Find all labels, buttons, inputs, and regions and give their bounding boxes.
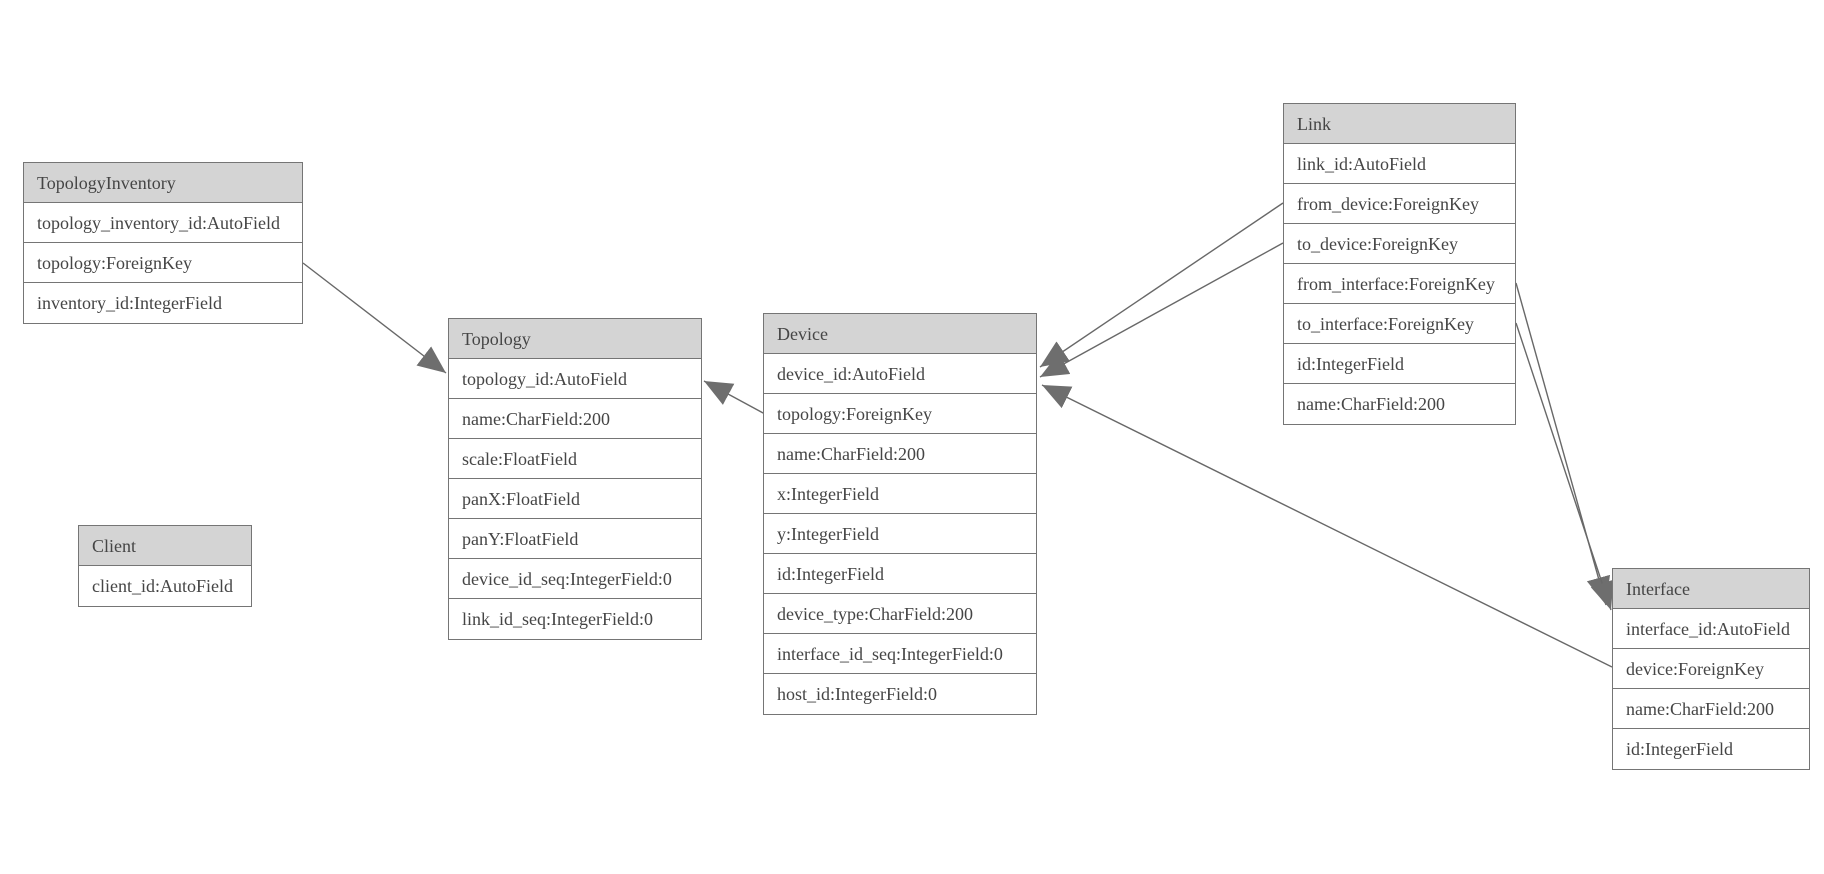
entity-field-row: name:CharField:200	[764, 434, 1036, 474]
relation-interface-device-to-device	[1041, 384, 1613, 668]
entity-field-row: topology:ForeignKey	[764, 394, 1036, 434]
entity-title: Interface	[1613, 569, 1809, 609]
relation-link-to-device-to-device	[1039, 242, 1284, 378]
entity-field-row: device_id:AutoField	[764, 354, 1036, 394]
relation-link-from-interface-to-interface	[1515, 282, 1611, 606]
entity-field-row: scale:FloatField	[449, 439, 701, 479]
entity-field-row: id:IntegerField	[1284, 344, 1515, 384]
entity-field-row: id:IntegerField	[764, 554, 1036, 594]
entity-title: Link	[1284, 104, 1515, 144]
entity-title: Topology	[449, 319, 701, 359]
entity-field-row: name:CharField:200	[1284, 384, 1515, 424]
entity-field-row: client_id:AutoField	[79, 566, 251, 606]
entity-title: Device	[764, 314, 1036, 354]
relation-topologyinventory-topology-to-topology	[302, 262, 447, 374]
entity-field-row: name:CharField:200	[1613, 689, 1809, 729]
entity-field-row: id:IntegerField	[1613, 729, 1809, 769]
entity-field-row: host_id:IntegerField:0	[764, 674, 1036, 714]
entity-field-row: from_device:ForeignKey	[1284, 184, 1515, 224]
relation-device-topology-to-topology	[703, 380, 766, 415]
entity-field-row: device_type:CharField:200	[764, 594, 1036, 634]
entity-field-row: interface_id:AutoField	[1613, 609, 1809, 649]
relation-link-to-interface-to-interface	[1515, 322, 1614, 611]
entity-field-row: interface_id_seq:IntegerField:0	[764, 634, 1036, 674]
entity-field-row: x:IntegerField	[764, 474, 1036, 514]
entity-field-row: topology_id:AutoField	[449, 359, 701, 399]
entity-field-row: topology:ForeignKey	[24, 243, 302, 283]
entity-field-row: panY:FloatField	[449, 519, 701, 559]
entity-field-row: device:ForeignKey	[1613, 649, 1809, 689]
entity-title: Client	[79, 526, 251, 566]
entity-field-row: y:IntegerField	[764, 514, 1036, 554]
entity-field-row: inventory_id:IntegerField	[24, 283, 302, 323]
entity-field-row: to_interface:ForeignKey	[1284, 304, 1515, 344]
relation-link-from-device-to-device	[1039, 202, 1284, 368]
entity-field-row: panX:FloatField	[449, 479, 701, 519]
entity-field-row: topology_inventory_id:AutoField	[24, 203, 302, 243]
entity-field-row: link_id:AutoField	[1284, 144, 1515, 184]
entity-field-row: from_interface:ForeignKey	[1284, 264, 1515, 304]
entity-field-row: link_id_seq:IntegerField:0	[449, 599, 701, 639]
entity-title: TopologyInventory	[24, 163, 302, 203]
entity-field-row: name:CharField:200	[449, 399, 701, 439]
entity-field-row: to_device:ForeignKey	[1284, 224, 1515, 264]
entity-field-row: device_id_seq:IntegerField:0	[449, 559, 701, 599]
